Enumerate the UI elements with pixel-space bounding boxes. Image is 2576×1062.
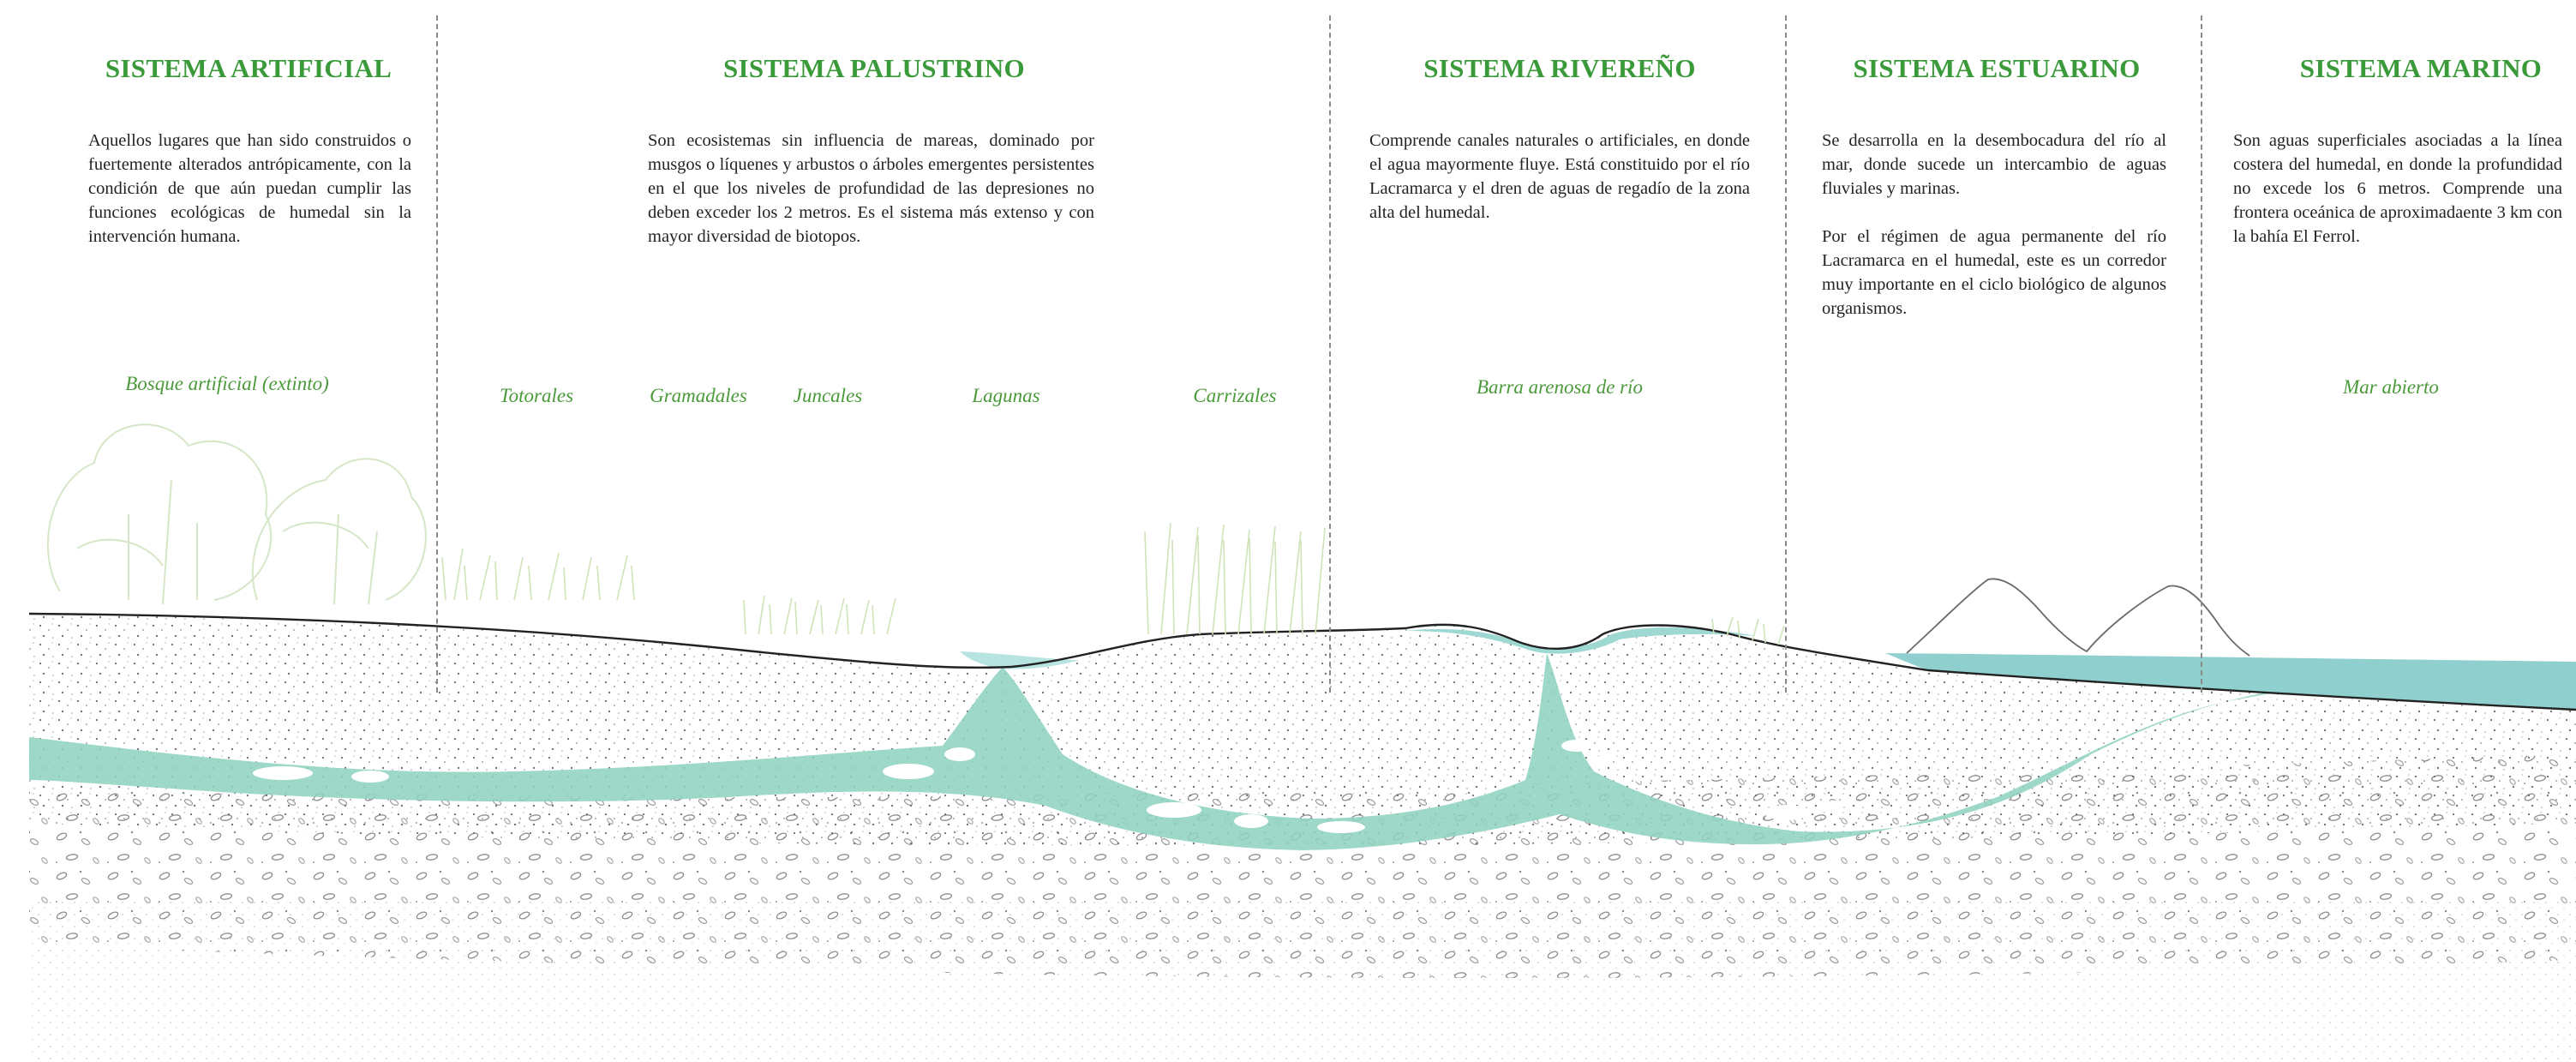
label-carrizales: Carrizales (1193, 385, 1277, 406)
zone-divider (2201, 15, 2202, 693)
zone-divider (436, 15, 438, 693)
system-description-marino: Son aguas superficiales asociadas a la l… (2233, 131, 2562, 246)
system-description-estuarino-1: Se desarrolla en la desembocadura del rí… (1822, 131, 2166, 198)
system-title-artificial: SISTEMA ARTIFICIAL (105, 53, 392, 83)
system-description-ribereno: Comprende canales naturales o artificial… (1369, 131, 1750, 222)
zone-divider (1785, 15, 1787, 693)
system-title-ribereno: SISTEMA RIVEREÑO (1423, 53, 1696, 83)
label-gramadales: Gramadales (650, 385, 747, 406)
system-title-marino: SISTEMA MARINO (2299, 53, 2543, 83)
label-barra-arenosa: Barra arenosa de río (1476, 376, 1643, 398)
system-description-artificial: Aquellos lugares que han sido construido… (88, 131, 411, 246)
label-lagunas: Lagunas (972, 385, 1040, 406)
label-bosque-artificial: Bosque artificial (extinto) (125, 373, 329, 394)
label-juncales: Juncales (793, 385, 863, 406)
system-title-palustrino: SISTEMA PALUSTRINO (723, 53, 1025, 83)
system-title-estuarino: SISTEMA ESTUARINO (1853, 53, 2141, 83)
system-description-estuarino-2: Por el régimen de agua permanente del rí… (1822, 227, 2166, 318)
label-mar-abierto: Mar abierto (2343, 376, 2439, 398)
label-totorales: Totorales (499, 385, 574, 406)
system-description-palustrino: Son ecosistemas sin influencia de mareas… (648, 131, 1094, 246)
zone-divider (1329, 15, 1331, 693)
